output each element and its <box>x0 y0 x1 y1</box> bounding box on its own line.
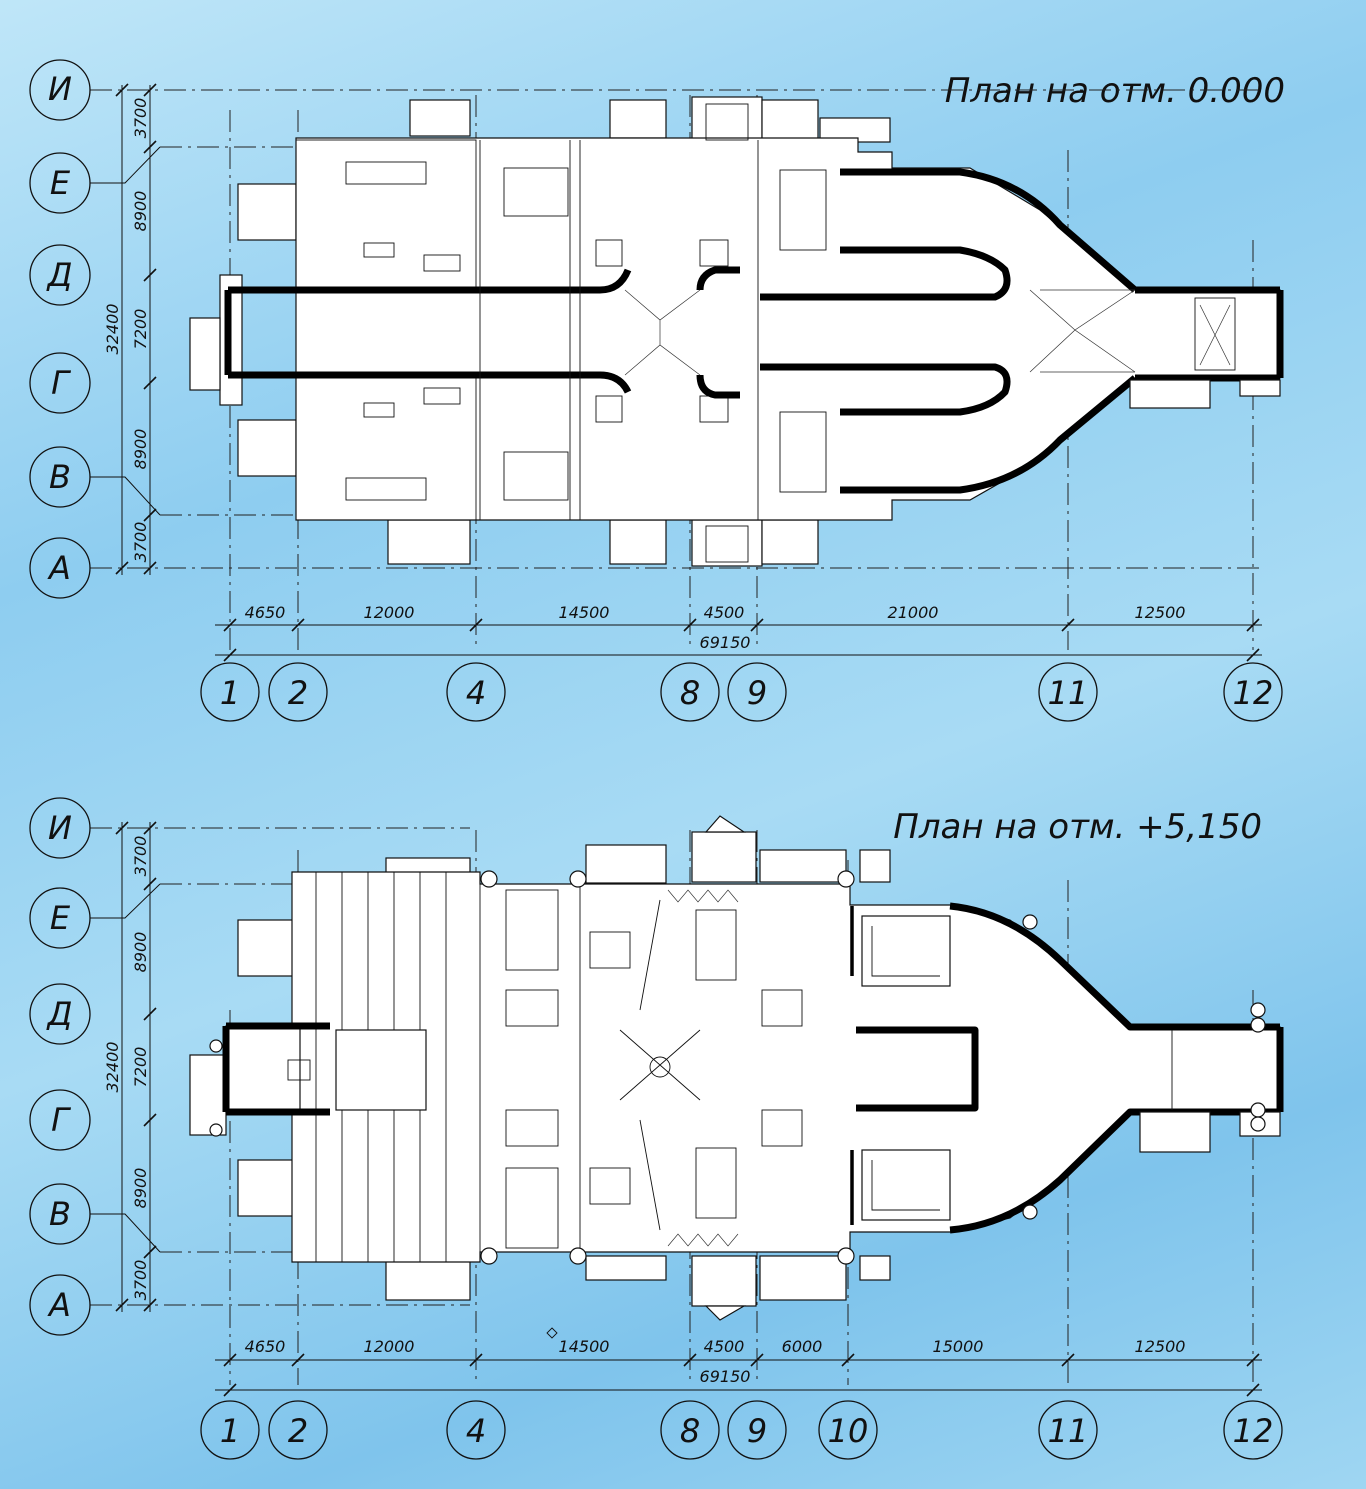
axis-label: 4 <box>466 1412 486 1450</box>
dimension-total: 69150 <box>700 633 751 652</box>
dimension-total: 32400 <box>103 304 122 355</box>
dimension-label: 3700 <box>131 1260 150 1301</box>
dimension-label: 8900 <box>131 429 150 470</box>
dimension-label: 7200 <box>131 309 150 350</box>
plan-title: План на отм. 0.000 <box>945 71 1285 111</box>
axis-label: 9 <box>747 1412 767 1450</box>
dimension-label: 3700 <box>131 522 150 563</box>
axis-bubble <box>29 244 91 306</box>
column-axes: 1 2 4 8 9 10 11 12 <box>200 1400 1283 1460</box>
dimension-label: 21000 <box>888 603 939 622</box>
row-axes: И Е Д Г В А <box>29 797 161 1336</box>
axis-label: Е <box>50 164 71 202</box>
axis-label: 1 <box>220 674 240 712</box>
dimension-label: 15000 <box>933 1337 984 1356</box>
axis-label: 1 <box>220 1412 240 1450</box>
axis-label: 2 <box>288 1412 308 1450</box>
dimension-label: 8900 <box>131 1168 150 1209</box>
dimension-label: 3700 <box>131 98 150 139</box>
dimension-label: 14500 <box>559 1337 610 1356</box>
axis-label: И <box>48 809 72 847</box>
column-axes: 1 2 4 8 9 11 12 <box>200 662 1283 722</box>
dimension-label: 3700 <box>131 836 150 877</box>
dimension-label: 7200 <box>131 1047 150 1088</box>
column-dimensions: 4650 12000 14500 4500 6000 15000 12500 6… <box>215 1327 1262 1397</box>
axis-label: 8 <box>680 674 700 712</box>
axis-label: 11 <box>1048 674 1089 712</box>
axis-label: А <box>47 1286 71 1324</box>
dimension-label: 6000 <box>782 1337 823 1356</box>
plan-upper-floor: План на отм. +5,150 <box>29 797 1284 1460</box>
axis-label: И <box>48 70 72 108</box>
axis-label: 8 <box>680 1412 700 1450</box>
dimension-label: 4650 <box>245 1337 286 1356</box>
row-axes: И Е Д Г В А <box>29 59 161 599</box>
axis-label: Д <box>46 995 73 1033</box>
plan-ground-floor: План на отм. 0.000 <box>29 59 1285 722</box>
axis-label: Е <box>50 899 71 937</box>
dimension-label: 8900 <box>131 932 150 973</box>
dimension-label: 8900 <box>131 191 150 232</box>
dimension-total: 32400 <box>103 1042 122 1093</box>
axis-label: В <box>49 458 71 496</box>
dimension-label: 14500 <box>559 603 610 622</box>
axis-bubble <box>29 537 91 599</box>
dimension-label: 12000 <box>364 603 415 622</box>
axis-bubble <box>29 59 91 121</box>
dimension-total: 69150 <box>700 1367 751 1386</box>
axis-label: Г <box>51 364 71 402</box>
row-dimensions: 3700 8900 7200 8900 3700 32400 <box>103 83 157 575</box>
dimension-label: 12500 <box>1135 1337 1186 1356</box>
axis-label: А <box>47 549 71 587</box>
axis-label: 10 <box>828 1412 869 1450</box>
column-dimensions: 4650 12000 14500 4500 21000 12500 69150 <box>215 603 1262 662</box>
axis-label: 4 <box>466 674 486 712</box>
axis-label: В <box>49 1195 71 1233</box>
axis-label: 11 <box>1048 1412 1089 1450</box>
axis-bubble <box>29 352 91 414</box>
dimension-label: 12500 <box>1135 603 1186 622</box>
axis-label: Д <box>46 256 73 294</box>
dimension-label: 4500 <box>704 603 745 622</box>
axis-label: Г <box>51 1101 71 1139</box>
building-plan-0 <box>189 96 1284 567</box>
dimension-label: 12000 <box>364 1337 415 1356</box>
dimension-label: 4500 <box>704 1337 745 1356</box>
axis-label: 9 <box>747 674 767 712</box>
axis-label: 2 <box>288 674 308 712</box>
building-plan-1 <box>189 815 1284 1321</box>
axis-label: 12 <box>1233 1412 1274 1450</box>
axis-label: 12 <box>1233 674 1274 712</box>
row-dimensions: 3700 8900 7200 8900 3700 32400 <box>103 821 157 1312</box>
plan-title: План на отм. +5,150 <box>893 807 1262 847</box>
dimension-label: 4650 <box>245 603 286 622</box>
